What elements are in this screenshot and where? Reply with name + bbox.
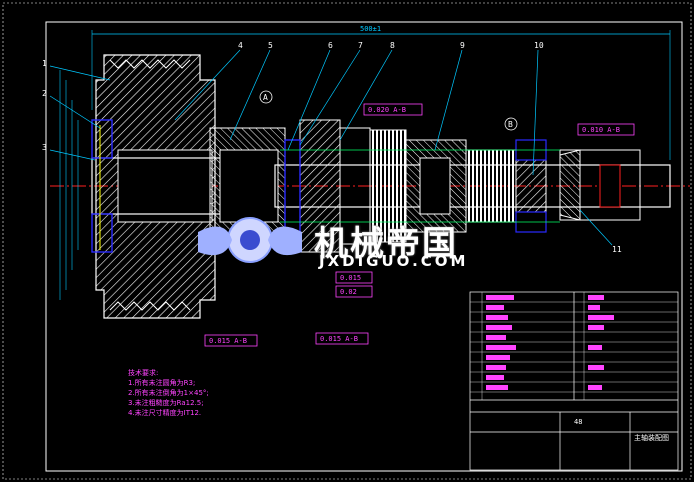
svg-text:B: B [508,120,513,129]
part-number-3: 3 [42,143,47,152]
tolerance-frame-5: 0.015 A-B [315,332,369,345]
part-number-10: 10 [534,41,544,50]
pulley-section [95,54,216,319]
svg-text:0.010 A-B: 0.010 A-B [582,126,620,134]
tolerance-frame-6: 0.015 [335,271,373,284]
technical-notes: 技术要求: 1.所有未注圆角为R3; 2.所有未注倒角为1×45°; 3.未注粗… [128,368,209,418]
watermark-emblem [198,217,302,263]
title-block-fills [486,295,614,390]
svg-text:0.015 A-B: 0.015 A-B [209,337,247,345]
part-leaders [49,49,613,246]
overall-dimension-label: 500±1 [360,25,381,33]
title-block [469,291,679,471]
drawing-name: 主轴装配图 [634,433,669,442]
section-mark-a: A [259,90,273,104]
notes-item-1: 1.所有未注圆角为R3; [128,379,196,387]
title-block-rows [470,292,678,400]
part-number-7: 7 [358,41,363,50]
svg-text:A: A [263,93,268,102]
svg-text:0.015: 0.015 [340,274,361,282]
drawing-border [45,21,683,472]
diameter-dimensions [59,70,79,300]
part-number-2: 2 [42,89,47,98]
section-mark-b: B [504,117,518,131]
svg-text:0.02: 0.02 [340,288,357,296]
svg-text:0.020 A-B: 0.020 A-B [368,106,406,114]
notes-item-2: 2.所有未注倒角为1×45°; [128,389,209,397]
tolerance-frame-7: 0.02 [335,285,373,298]
part-number-8: 8 [390,41,395,50]
part-number-4: 4 [238,41,243,50]
watermark-subtitle: JXDIGUO.COM [319,252,469,270]
svg-text:0.015 A-B: 0.015 A-B [320,335,358,343]
overall-dimension: 500±1 [91,25,671,160]
part-number-9: 9 [460,41,465,50]
title-block-center-label: 48 [574,418,582,426]
part-number-5: 5 [268,41,273,50]
tolerance-frame-4: 0.015 A-B [204,334,258,347]
shaft [91,119,671,253]
tolerance-frame-2: 0.020 A-B [363,103,423,116]
notes-item-3: 3.未注粗糙度为Ra12.5; [128,399,204,407]
part-number-11: 11 [612,245,622,254]
notes-heading: 技术要求: [128,369,159,377]
notes-item-4: 4.未注尺寸精度为IT12. [128,409,202,417]
part-number-1: 1 [42,59,47,68]
watermark-title: 机械帝国 [314,224,458,264]
part-number-6: 6 [328,41,333,50]
tolerance-frame-1: 0.010 A-B [577,123,635,136]
